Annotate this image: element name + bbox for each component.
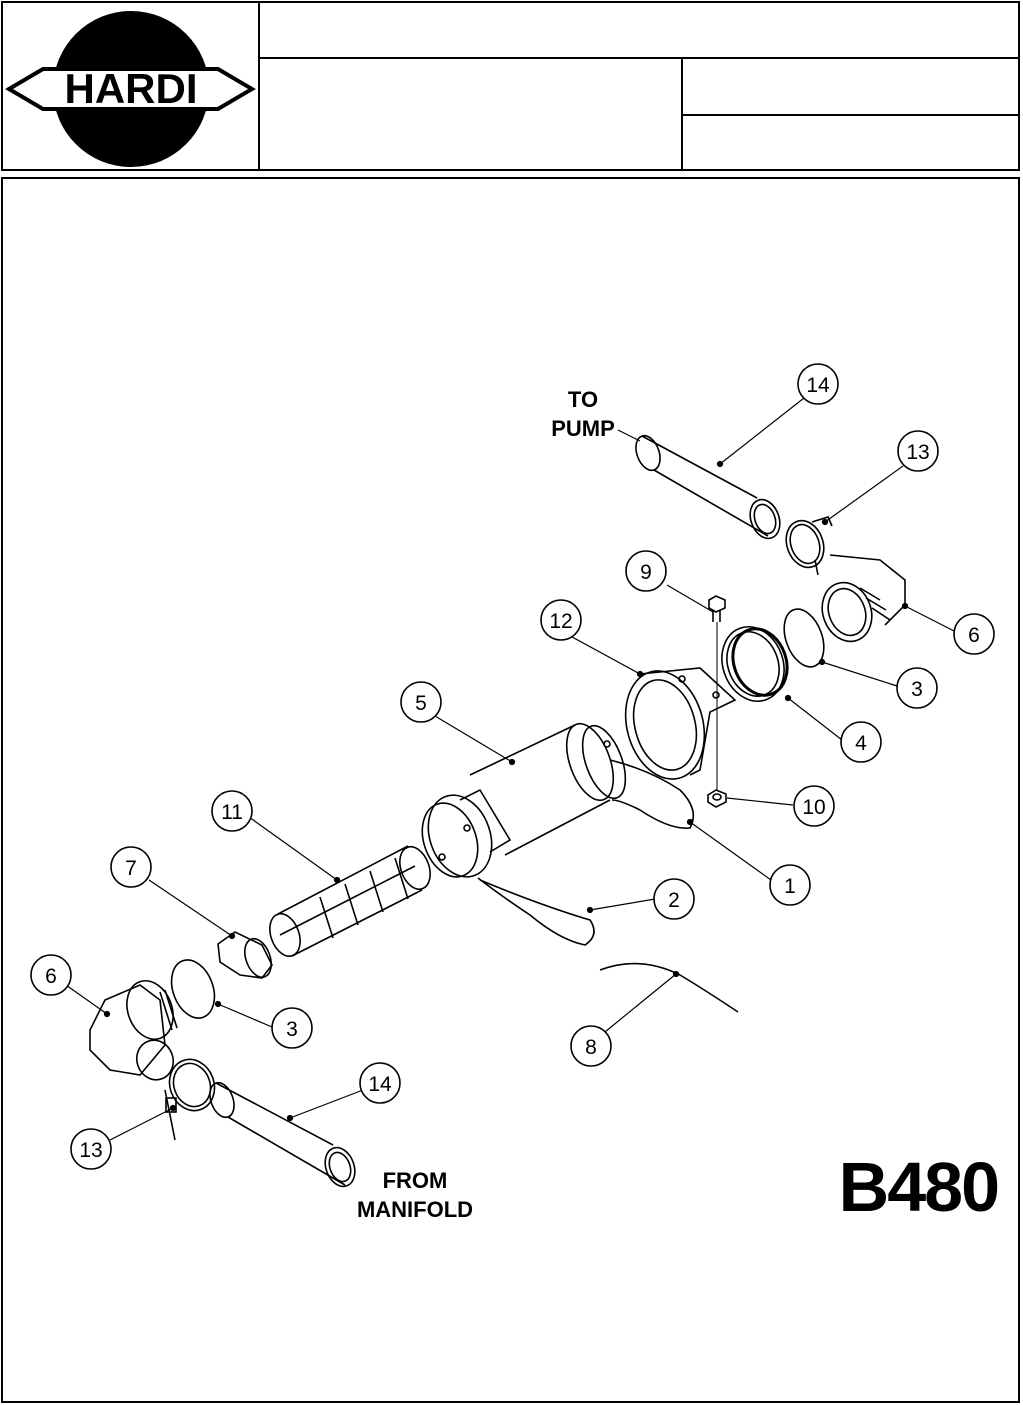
bolt bbox=[708, 595, 726, 790]
callout-10: 10 bbox=[802, 796, 825, 819]
callout-6-upper: 6 bbox=[968, 624, 980, 647]
callout-6-lower: 6 bbox=[45, 965, 57, 988]
logo-text: HARDI bbox=[65, 65, 198, 112]
diagram-code: B480 bbox=[839, 1148, 998, 1226]
bracket bbox=[624, 667, 737, 780]
title-block: HARDI bbox=[1, 1, 1020, 171]
callout-13-upper: 13 bbox=[906, 441, 929, 464]
to-pump-label-line1: TO bbox=[568, 387, 598, 412]
from-manifold-label-line1: FROM bbox=[383, 1168, 448, 1193]
callout-5: 5 bbox=[415, 692, 427, 715]
fitting-lower bbox=[89, 980, 178, 1081]
to-pump-label-line2: PUMP bbox=[551, 416, 615, 441]
o-ring-upper bbox=[783, 608, 825, 668]
filter-screen bbox=[269, 845, 431, 958]
filter-housing bbox=[421, 722, 627, 878]
hose-lower bbox=[209, 1081, 356, 1188]
clamp-lower bbox=[164, 1058, 216, 1141]
callout-8: 8 bbox=[585, 1036, 597, 1059]
callout-1: 1 bbox=[784, 875, 796, 898]
callout-3-lower: 3 bbox=[286, 1018, 298, 1041]
nut-ring bbox=[721, 626, 789, 702]
seal-loop bbox=[477, 877, 595, 946]
callout-4: 4 bbox=[855, 732, 867, 755]
callout-11: 11 bbox=[221, 801, 243, 824]
right-top-field bbox=[683, 59, 1020, 116]
gasket-loop bbox=[609, 759, 695, 829]
callout-13-lower: 13 bbox=[79, 1139, 102, 1162]
wire bbox=[599, 962, 739, 1013]
fitting-upper bbox=[821, 554, 906, 643]
hardi-logo: HARDI bbox=[5, 11, 256, 167]
end-cap bbox=[217, 931, 273, 979]
callout-14-upper: 14 bbox=[806, 374, 830, 397]
callout-3-upper: 3 bbox=[911, 678, 923, 701]
leader-lines bbox=[65, 397, 957, 1141]
o-ring-lower bbox=[170, 959, 216, 1019]
drawing-frame bbox=[1, 177, 1020, 1403]
hose-upper bbox=[635, 434, 781, 540]
callout-12: 12 bbox=[549, 610, 572, 633]
from-manifold-label-line2: MANIFOLD bbox=[357, 1197, 473, 1222]
logo-cell: HARDI bbox=[3, 3, 260, 169]
callout-circles bbox=[30, 363, 995, 1170]
callout-9: 9 bbox=[640, 561, 652, 584]
hex-nut bbox=[707, 789, 727, 808]
callout-7: 7 bbox=[125, 857, 137, 880]
subtitle-field bbox=[258, 59, 683, 169]
callout-2: 2 bbox=[668, 889, 680, 912]
callout-14-lower: 14 bbox=[368, 1073, 392, 1096]
title-field bbox=[258, 3, 1020, 59]
clamp-upper bbox=[785, 516, 833, 576]
